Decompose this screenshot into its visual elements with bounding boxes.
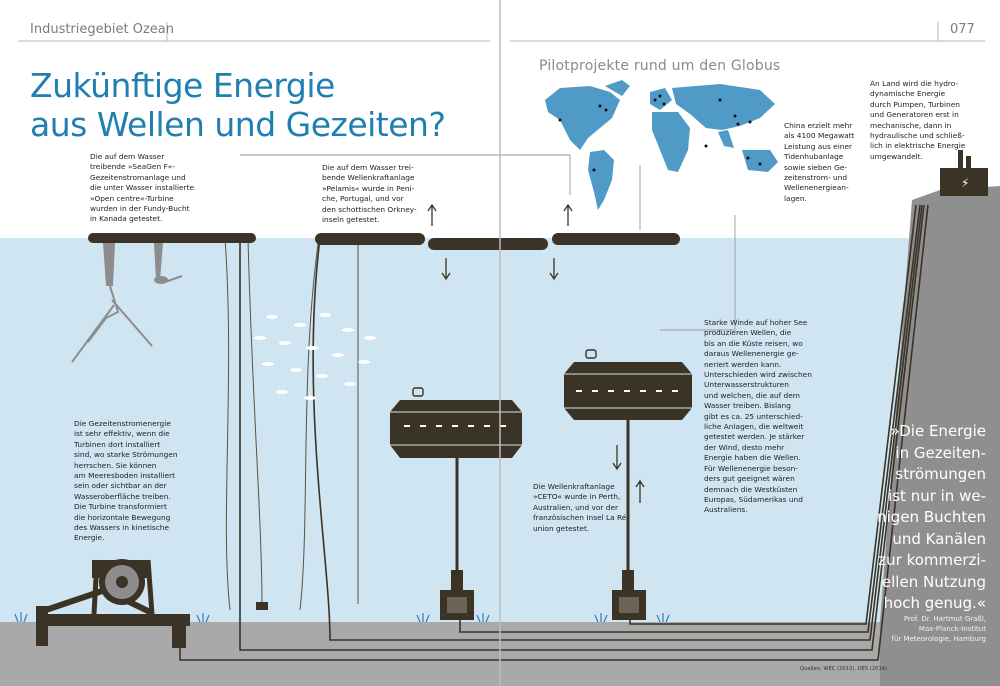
ceto-arrows [612,445,645,503]
open-centre-turbine [36,559,190,648]
pelamis-arrows [427,203,573,281]
map-heading: Pilotprojekte rund um den Globus [539,58,781,74]
ceto-right [564,349,692,620]
lightning-icon: ⚡ [961,176,970,190]
power-station [940,150,988,196]
pelamis-caption: Die auf dem Wasser trei- bende Wellenkra… [322,163,417,225]
quote-author: Prof. Dr. Hartmut Graßl, Max-Planck-Inst… [891,615,986,643]
quote-text: »Die Energie in Gezeiten- strömungen ist… [877,422,986,612]
headline-line1: Zukünftige Energie [30,66,335,105]
fish-school [254,313,376,400]
world-map [545,80,778,210]
pelamis [315,233,680,250]
cables [179,204,929,661]
callout-lines [240,154,736,331]
ceto-caption: Die Wellenkraftanlage »CETO« wurde in Pe… [533,482,630,533]
seaweed [14,612,670,623]
tidal-caption: Die Gezeitenstromenergie ist sehr effekt… [74,419,178,543]
section-title: Industriegebiet Ozean [30,22,174,37]
sources: Quellen: WEC (2013), OES (2014) [800,666,888,672]
seagen-platform [88,233,256,243]
seagen-caption: Die auf dem Wasser treibende »SeaGen F«-… [90,152,195,224]
headline-line2: aus Wellen und Gezeiten? [30,105,446,144]
land-caption: An Land wird die hydro- dynamische Energ… [870,79,966,161]
china-caption: China erzielt mehr als 4100 Megawatt Lei… [784,121,855,203]
mooring-lines [224,237,359,611]
seagen-turbine [71,243,183,363]
page-number: 077 [950,22,975,37]
waves-caption: Starke Winde auf hoher See produzieren W… [704,318,812,515]
map-project-dots [558,94,762,172]
ceto-left [390,387,522,620]
